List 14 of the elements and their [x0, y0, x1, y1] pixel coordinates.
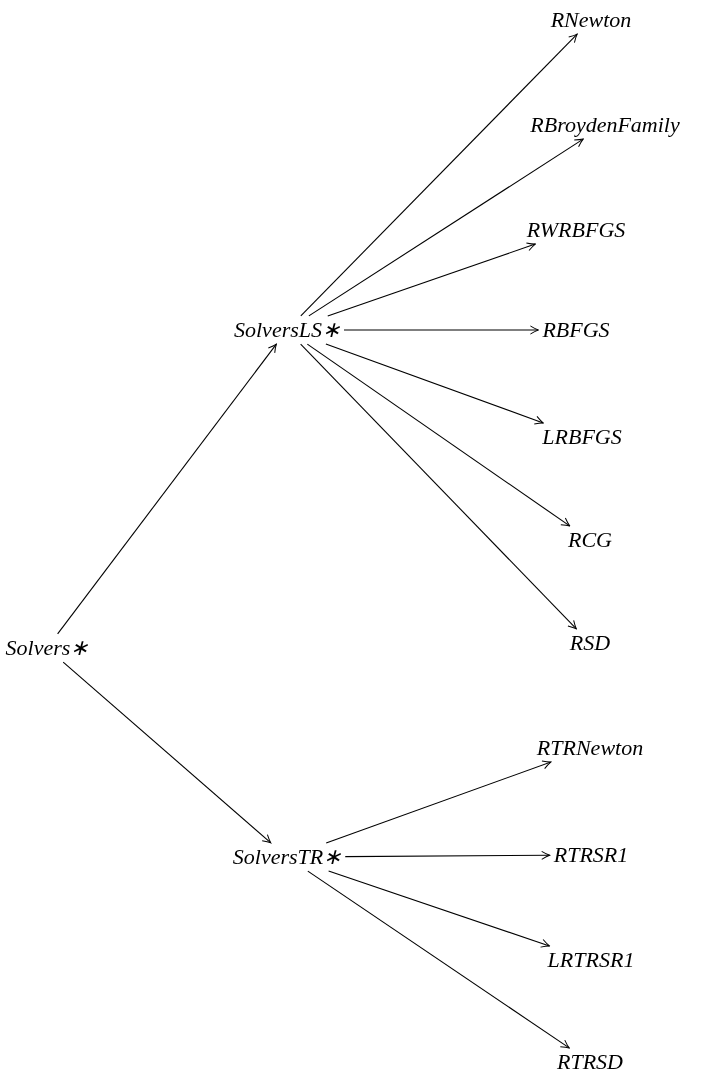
node-label: RCG: [568, 527, 612, 553]
node-label: SolversLS∗: [234, 317, 340, 343]
node-label: RWRBFGS: [526, 217, 626, 243]
node-label: Solvers∗: [5, 635, 89, 661]
node-label: RTRSD: [557, 1049, 623, 1075]
node-label: RSD: [569, 630, 611, 656]
node-label: RBroydenFamily: [530, 112, 680, 138]
node-label: RTRNewton: [536, 735, 644, 761]
node-label: RTRSR1: [553, 842, 629, 868]
node-label: RBFGS: [542, 317, 610, 343]
node-label: SolversTR∗: [232, 844, 342, 870]
node-label: LRTRSR1: [547, 947, 635, 973]
node-label: LRBFGS: [542, 424, 622, 450]
node-label: RNewton: [550, 7, 632, 33]
